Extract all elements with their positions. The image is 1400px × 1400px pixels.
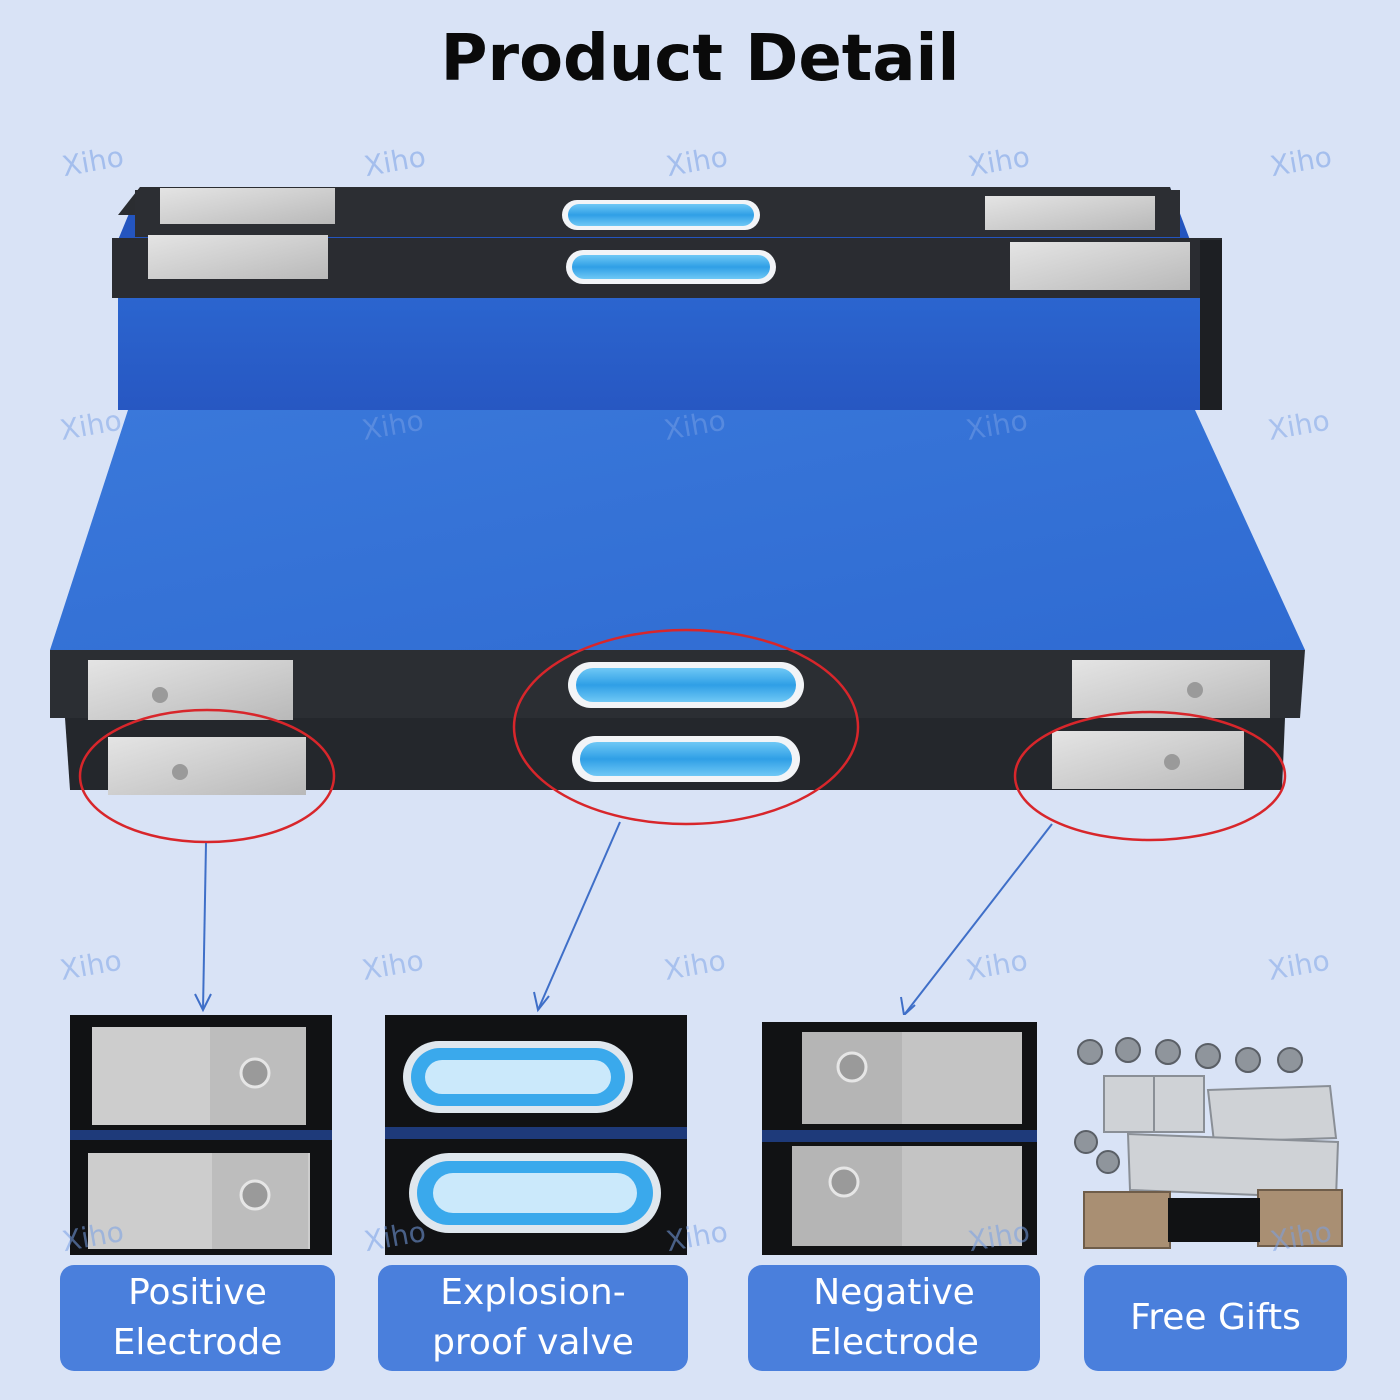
svg-text:Xiho: Xiho <box>661 944 728 987</box>
back-cell-stack <box>112 187 1222 410</box>
arrows <box>194 821 1053 1015</box>
caption-free-gifts: Free Gifts <box>1084 1265 1347 1371</box>
svg-text:Xiho: Xiho <box>57 404 124 447</box>
valve-icon <box>580 742 792 776</box>
negative-electrode-photo <box>762 1022 1037 1255</box>
front-cell <box>50 410 1305 795</box>
svg-text:Xiho: Xiho <box>57 944 124 987</box>
svg-text:Xiho: Xiho <box>1265 404 1332 447</box>
caption-valve: Explosion- proof valve <box>378 1265 688 1371</box>
terminal-tab <box>160 188 335 224</box>
valve-photo <box>385 1015 687 1255</box>
page-title: Product Detail <box>440 22 960 96</box>
terminal-tab <box>1052 731 1244 789</box>
positive-electrode-photo <box>70 1015 332 1255</box>
callout-negative <box>1013 710 1287 842</box>
valve-icon <box>576 668 796 702</box>
valve-icon <box>568 204 754 226</box>
caption-positive-electrode: Positive Electrode <box>60 1265 335 1371</box>
caption-negative-electrode-label: Negative Electrode <box>809 1272 979 1363</box>
callout-positive <box>78 708 336 844</box>
free-gifts-photo <box>1068 1030 1350 1255</box>
terminal-tab <box>108 737 306 795</box>
terminal-tab <box>148 235 328 279</box>
caption-positive-electrode-label: Positive Electrode <box>112 1272 283 1363</box>
caption-valve-label: Explosion- proof valve <box>432 1272 634 1363</box>
caption-negative-electrode: Negative Electrode <box>748 1265 1040 1371</box>
callout-valve <box>512 628 860 826</box>
caption-free-gifts-label: Free Gifts <box>1130 1297 1301 1338</box>
terminal-tab <box>985 196 1155 230</box>
svg-text:Xiho: Xiho <box>1265 944 1332 987</box>
terminal-tab <box>1072 660 1270 718</box>
battery-illustration: Xiho Xiho Xiho Xiho Xiho Xiho Xiho Xiho … <box>50 187 1332 1015</box>
svg-text:Xiho: Xiho <box>359 944 426 987</box>
terminal-tab <box>1010 242 1190 290</box>
svg-text:Xiho: Xiho <box>963 944 1030 987</box>
valve-icon <box>572 255 770 279</box>
